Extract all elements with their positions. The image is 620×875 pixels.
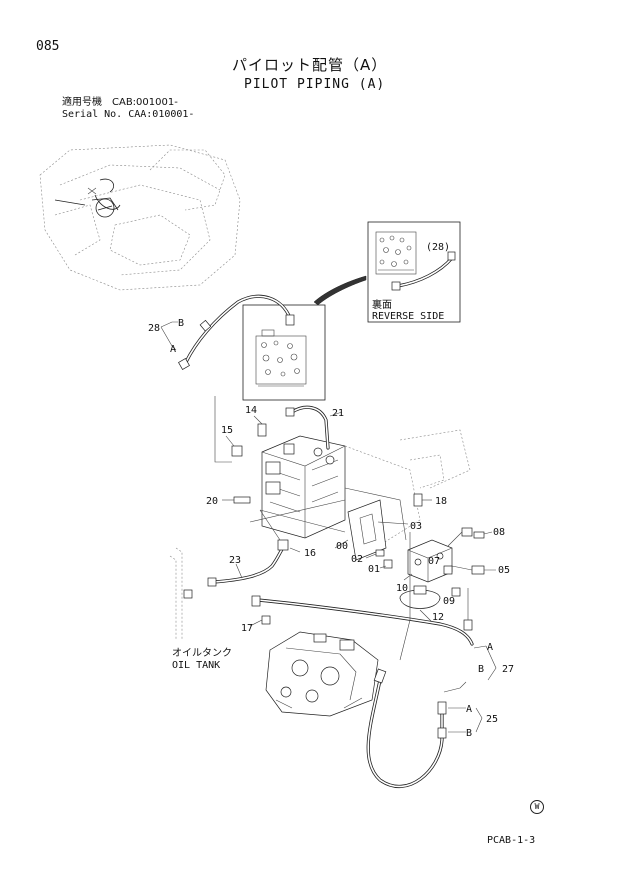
pilot-hose-21: 21: [285, 405, 344, 450]
callout-23: 23: [229, 555, 241, 566]
reverse-side-detail: (28) 裏面 REVERSE SIDE: [313, 221, 461, 323]
callout-03: 03: [410, 521, 422, 532]
callout-01: 01: [368, 564, 380, 575]
bracket-assembly: 00 03 02 01: [334, 499, 422, 575]
callout-20: 20: [206, 496, 218, 507]
callout-00: 00: [336, 541, 348, 552]
callout-21: 21: [332, 408, 344, 419]
hose-28-end-a: A: [170, 344, 176, 355]
w-mark-icon: W: [530, 800, 544, 814]
hose-25-end-a: A: [466, 704, 472, 715]
control-valve-body: [261, 429, 471, 546]
callout-10: 10: [396, 583, 408, 594]
callout-25: 25: [486, 714, 498, 725]
page-title: PILOT PIPING (A): [244, 77, 386, 92]
pilot-hose-23: 16 23: [207, 509, 346, 587]
callout-12: 12: [432, 612, 444, 623]
hose-27-end-a: A: [487, 642, 493, 653]
callout-08: 08: [493, 527, 505, 538]
control-valve-detail: [242, 304, 326, 401]
fittings-left: 14 15 20: [206, 396, 267, 507]
callout-09: 09: [443, 596, 455, 607]
callout-28: 28: [148, 323, 160, 334]
solenoid-valve-block: 08 05 07 10 12 09: [396, 527, 510, 623]
pilot-hose-27: A B 27: [251, 588, 514, 681]
callout-15: 15: [221, 425, 233, 436]
oil-tank-label-japanese: オイルタンク: [172, 647, 232, 659]
callout-14: 14: [245, 405, 257, 416]
machine-overview-sketch: [39, 144, 241, 291]
callout-16: 16: [304, 548, 316, 559]
pump-assembly: 17: [241, 615, 379, 717]
hose-27-end-b: B: [478, 664, 484, 675]
hose-25-end-b: B: [466, 728, 472, 739]
callout-18: 18: [435, 496, 447, 507]
page-number: 085: [36, 39, 60, 54]
fitting-18: 18: [409, 454, 447, 507]
callout-05: 05: [498, 565, 510, 576]
hose-28-end-b: B: [178, 318, 184, 329]
pilot-hose-28: 28 B A: [148, 294, 295, 370]
reverse-side-label: REVERSE SIDE: [372, 311, 444, 322]
pilot-hose-25: A B 25: [366, 668, 498, 788]
callout-17: 17: [241, 623, 253, 634]
serial-range: Serial No. CAA:010001-: [62, 109, 195, 120]
reference-lines: [249, 487, 411, 661]
reverse-side-label-japanese: 裏面: [372, 298, 392, 311]
callout-27: 27: [502, 664, 514, 675]
callout-28-reverse: (28): [426, 242, 450, 253]
oil-tank: オイルタンク OIL TANK: [169, 547, 232, 671]
serial-range-japanese: 適用号機 CAB:001001-: [62, 97, 178, 108]
callout-02: 02: [351, 554, 363, 565]
drawing-code: PCAB-1-3: [487, 835, 536, 846]
callout-07: 07: [428, 556, 440, 567]
oil-tank-label: OIL TANK: [172, 660, 220, 671]
page-title-japanese: パイロット配管（A）: [232, 56, 388, 74]
